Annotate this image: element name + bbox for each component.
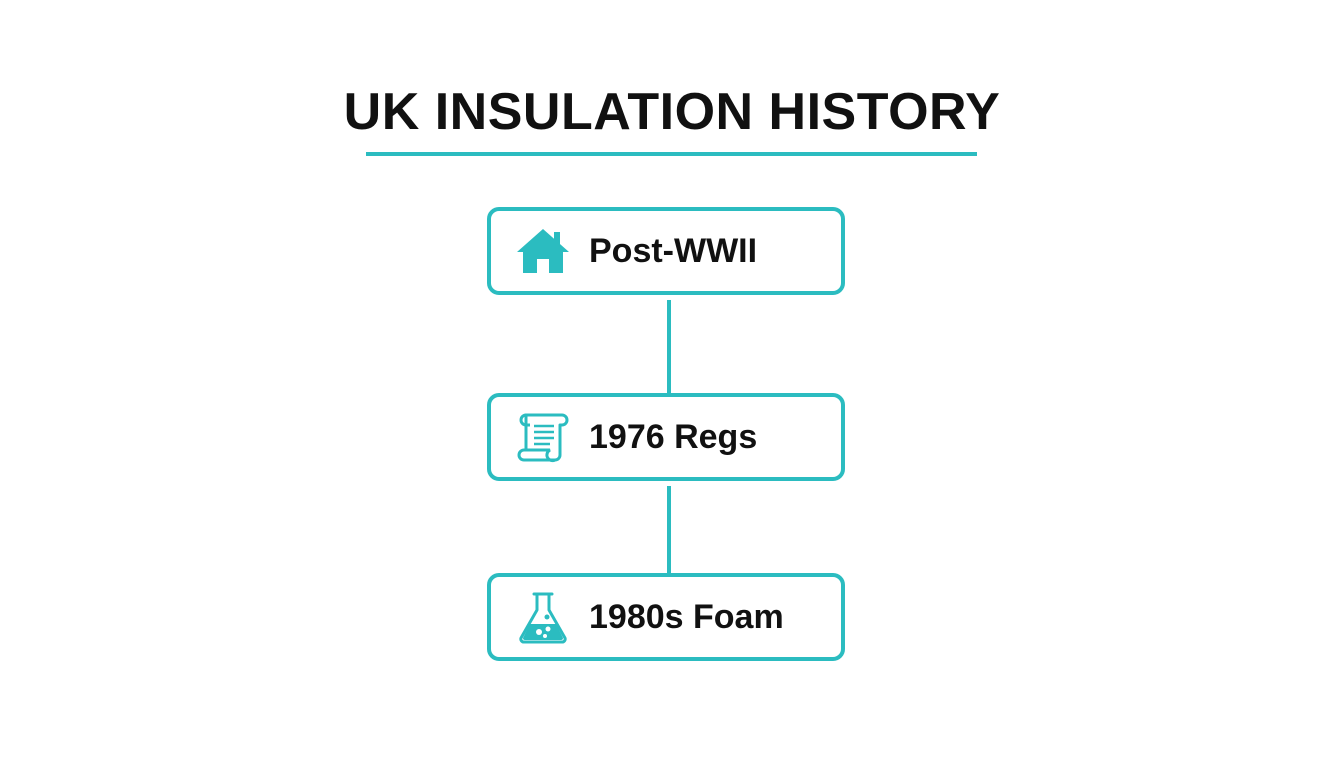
timeline-connector (667, 300, 671, 393)
title-underline (366, 152, 977, 156)
step-label: 1980s Foam (589, 597, 784, 636)
flask-icon (515, 589, 571, 645)
timeline-step-1976-regs: 1976 Regs (487, 393, 845, 481)
timeline-step-1980s-foam: 1980s Foam (487, 573, 845, 661)
house-icon (515, 223, 571, 279)
timeline-connector (667, 486, 671, 573)
page-title: UK INSULATION HISTORY (343, 83, 1001, 141)
step-label: 1976 Regs (589, 417, 758, 456)
step-label: Post-WWII (589, 231, 758, 270)
timeline-step-post-wwii: Post-WWII (487, 207, 845, 295)
scroll-icon (515, 409, 571, 465)
